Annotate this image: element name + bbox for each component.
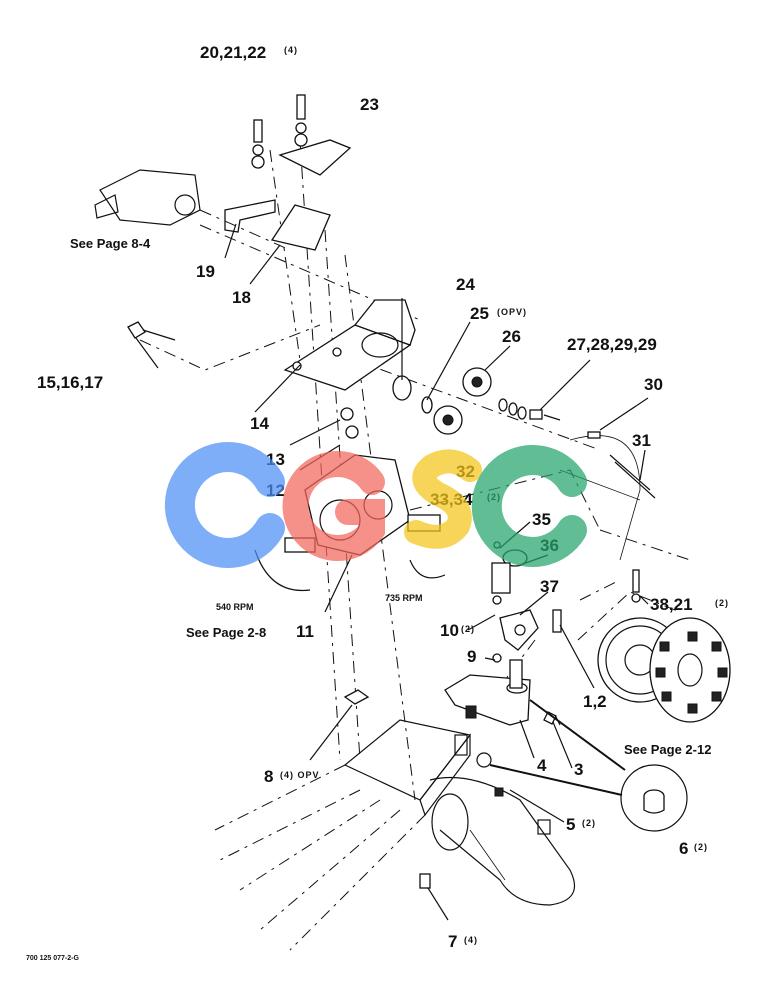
see-page-2-8: See Page 2-8 <box>186 625 266 640</box>
shaft-parts <box>392 367 561 435</box>
gearbox-mount-plate <box>283 299 416 391</box>
callout-20-21-22: 20,21,22 <box>200 43 266 62</box>
callout-18: 18 <box>232 288 251 307</box>
callout-10: 10 <box>440 621 459 640</box>
figure-id: 700 125 077-2-G <box>26 955 79 962</box>
callout-3: 3 <box>574 760 583 779</box>
callout-25: 25 <box>470 304 489 323</box>
callout-8-qty: (4) OPV <box>280 770 320 780</box>
bolt-15 <box>127 321 176 341</box>
cgsc-watermark-logo <box>164 442 587 568</box>
callout-25-qty: (OPV) <box>497 307 527 317</box>
frame-tongue-drawing <box>214 719 575 951</box>
rpm-540-label: 540 RPM <box>216 602 254 612</box>
callout-27-28-29: 27,28,29,29 <box>567 335 657 354</box>
callout-5: 5 <box>566 815 575 834</box>
callout-19: 19 <box>196 262 215 281</box>
callout-15-16-17: 15,16,17 <box>37 373 103 392</box>
leader-lines <box>135 223 649 921</box>
sprocket-hub <box>577 569 731 723</box>
callout-38-qty: (2) <box>715 598 729 608</box>
callout-5-qty: (2) <box>582 818 596 828</box>
callout-8: 8 <box>264 767 273 786</box>
rpm-735-label: 735 RPM <box>385 593 423 603</box>
callout-4: 4 <box>537 756 547 775</box>
callout-38-21: 38,21 <box>650 595 693 614</box>
callout-23: 23 <box>360 95 379 114</box>
see-page-2-12: See Page 2-12 <box>624 742 711 757</box>
tensioner-assembly <box>444 541 562 726</box>
callout-11: 11 <box>296 622 314 641</box>
callout-14: 14 <box>250 414 269 433</box>
callout-35: 35 <box>532 510 551 529</box>
see-page-8-4: See Page 8-4 <box>70 236 151 251</box>
callout-20-qty: (4) <box>284 45 298 55</box>
top-bracket-assembly <box>94 94 352 251</box>
callout-37: 37 <box>540 577 559 596</box>
callout-6-qty: (2) <box>694 842 708 852</box>
callout-26: 26 <box>502 327 521 346</box>
callout-6: 6 <box>679 839 688 858</box>
callout-7-qty: (4) <box>464 935 478 945</box>
callout-31: 31 <box>632 431 651 450</box>
callout-9: 9 <box>467 647 476 666</box>
callout-24: 24 <box>456 275 475 294</box>
plate-8 <box>343 689 370 705</box>
callout-10-qty: (2) <box>461 624 475 634</box>
bolts-12-13 <box>289 407 359 471</box>
item-6-detail <box>419 699 688 889</box>
callout-30: 30 <box>644 375 663 394</box>
callout-7: 7 <box>448 932 457 951</box>
callout-1-2: 1,2 <box>583 692 607 711</box>
